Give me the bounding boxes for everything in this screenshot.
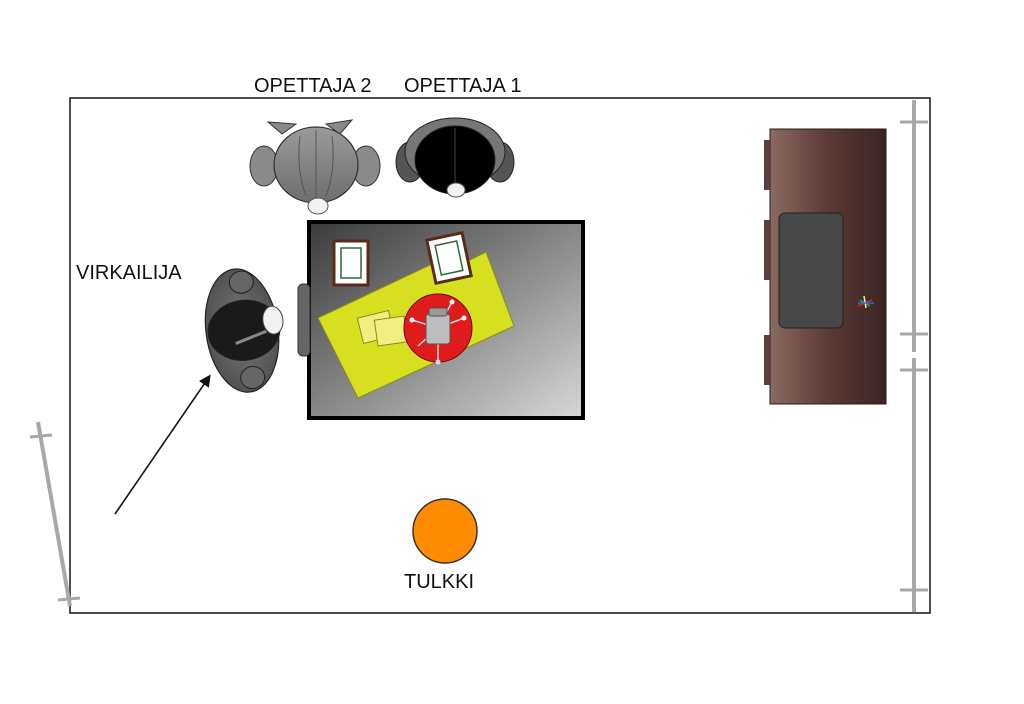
interpreter-circle xyxy=(412,498,478,564)
desk xyxy=(297,220,585,420)
papers xyxy=(356,309,409,347)
picture-frame-left xyxy=(332,239,370,287)
pens-icon xyxy=(857,295,874,309)
cabinet xyxy=(764,128,887,405)
arrow-icon xyxy=(114,374,211,515)
label-interpreter: TULKKI xyxy=(404,571,474,593)
clerk-figure xyxy=(204,268,284,393)
teacher-1-figure xyxy=(395,117,515,198)
picture-frame-right xyxy=(425,230,473,286)
right-door-frames xyxy=(900,100,928,612)
label-clerk: VIRKAILIJA xyxy=(76,262,182,284)
left-door xyxy=(29,421,81,607)
cabinet-tray xyxy=(778,212,844,329)
label-teacher-1: OPETTAJA 1 xyxy=(404,75,521,97)
clerk-chair xyxy=(297,283,311,357)
label-teacher-2: OPETTAJA 2 xyxy=(254,75,371,97)
office-chair-icon xyxy=(409,299,467,365)
teacher-2-figure xyxy=(249,119,381,215)
